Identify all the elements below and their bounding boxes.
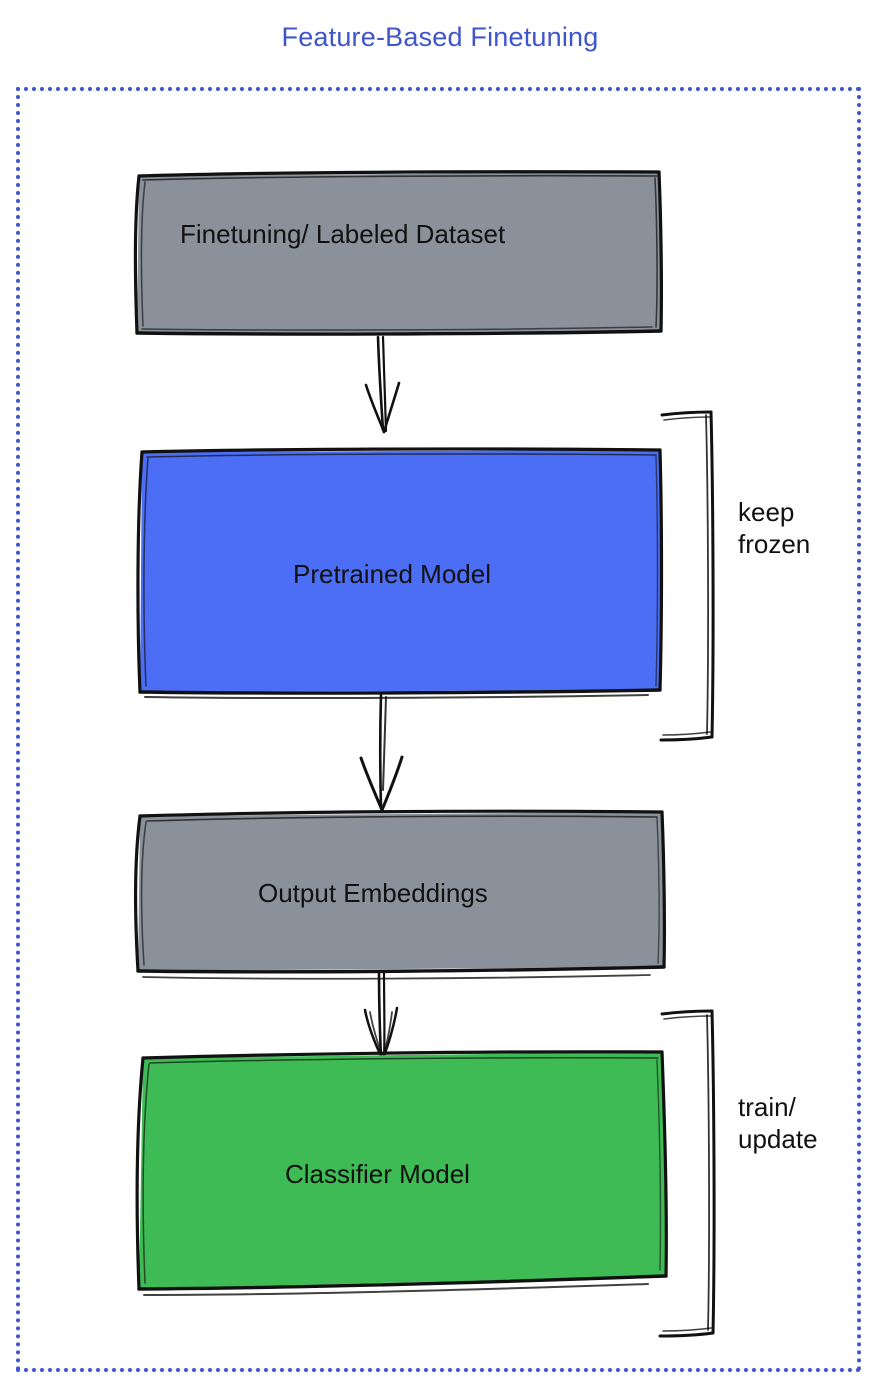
node-label-embeddings: Output Embeddings bbox=[258, 878, 488, 908]
annotation-label-keep-frozen: keep frozen bbox=[738, 497, 811, 559]
node-label-dataset: Finetuning/ Labeled Dataset bbox=[180, 219, 506, 249]
node-label-classifier: Classifier Model bbox=[285, 1159, 470, 1189]
node-label-pretrained: Pretrained Model bbox=[293, 559, 491, 589]
annotation-label-train-update: train/ update bbox=[738, 1092, 818, 1154]
page-title: Feature-Based Finetuning bbox=[281, 22, 599, 52]
diagram-frame bbox=[16, 87, 861, 1372]
